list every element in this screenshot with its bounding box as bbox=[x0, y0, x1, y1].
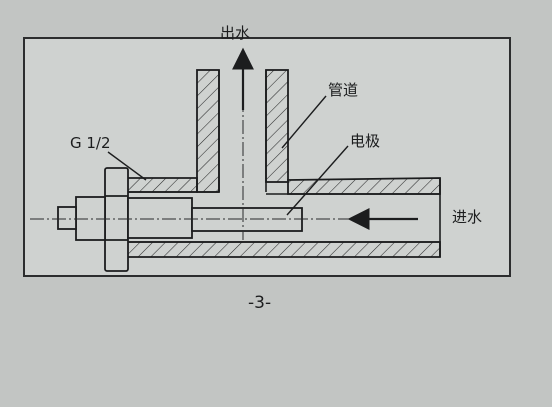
outlet-pipe-left-wall bbox=[196, 69, 220, 193]
electrode-leader bbox=[286, 145, 349, 216]
connector-stub bbox=[57, 206, 77, 230]
outlet-pipe-right-wall bbox=[265, 69, 289, 183]
pipe-leader bbox=[281, 95, 327, 149]
flow-arrows bbox=[232, 47, 418, 230]
thread-label: G 1/2 bbox=[70, 134, 111, 152]
pipe-label: 管道 bbox=[328, 81, 358, 99]
pipe-bore bbox=[127, 70, 441, 257]
inlet-label: 进水 bbox=[452, 208, 482, 226]
page-number: -3- bbox=[248, 293, 271, 313]
thread-leader bbox=[107, 151, 147, 181]
pipe-top-wall-right bbox=[287, 177, 441, 195]
leader-lines bbox=[107, 95, 349, 216]
pipe-top-wall-left bbox=[126, 177, 198, 193]
electrode-holder bbox=[127, 197, 193, 239]
pipe-bottom-wall bbox=[126, 241, 441, 258]
electrode-label: 电极 bbox=[350, 132, 380, 150]
outlet-label: 出水 bbox=[220, 24, 250, 42]
thread-fitting bbox=[57, 167, 129, 272]
outlet-pipe bbox=[196, 69, 289, 193]
